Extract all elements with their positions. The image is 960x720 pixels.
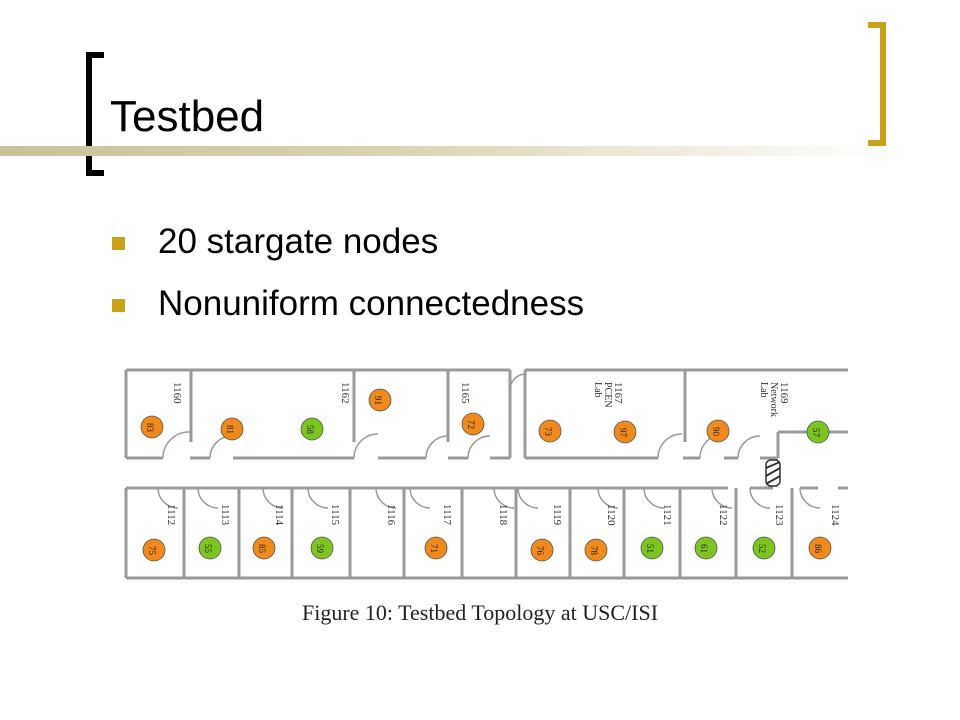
node-orange bbox=[424, 536, 448, 560]
node-id-label: 78 bbox=[589, 546, 599, 556]
room-number-label: 1117 bbox=[441, 504, 453, 526]
door-arcs bbox=[157, 373, 821, 509]
room-number-label: 1169 bbox=[778, 382, 790, 404]
room-number-label: 1119 bbox=[551, 504, 563, 526]
room-number-label: 1124 bbox=[829, 504, 841, 526]
node-id-label: 58 bbox=[305, 425, 315, 435]
node-orange bbox=[252, 536, 276, 560]
room-number-label: 1162 bbox=[339, 382, 351, 404]
node-id-label: 71 bbox=[429, 544, 439, 553]
bullet-item: Nonuniform connectedness bbox=[112, 280, 584, 342]
node-green bbox=[310, 536, 334, 560]
node-id-label: 85 bbox=[257, 544, 267, 554]
bullet-text: 20 stargate nodes bbox=[158, 222, 439, 261]
room-number-label: 1114 bbox=[273, 504, 285, 526]
room-number-label: 1160 bbox=[171, 382, 183, 404]
node-id-label: 97 bbox=[618, 428, 628, 438]
node-orange bbox=[142, 538, 166, 562]
node-id-label: 73 bbox=[543, 427, 553, 437]
node-id-label: 72 bbox=[466, 420, 476, 429]
room-number-label: 1115 bbox=[329, 504, 341, 526]
room-number-label: 1165 bbox=[459, 382, 471, 404]
right-bracket-decoration bbox=[868, 22, 886, 146]
node-green bbox=[806, 420, 830, 444]
node-orange bbox=[706, 419, 730, 443]
node-id-label: 75 bbox=[147, 546, 157, 556]
node-green bbox=[198, 536, 222, 560]
node-id-label: 90 bbox=[711, 427, 721, 437]
title-underline bbox=[0, 146, 880, 156]
node-id-label: 81 bbox=[225, 425, 235, 434]
node-id-label: 57 bbox=[811, 428, 821, 438]
room-number-label: 1122 bbox=[717, 504, 729, 526]
room-name-label: Lab bbox=[592, 382, 603, 398]
node-orange bbox=[530, 538, 554, 562]
bullet-list: 20 stargate nodes Nonuniform connectedne… bbox=[112, 218, 584, 342]
figure-caption: Figure 10: Testbed Topology at USC/ISI bbox=[301, 600, 659, 625]
node-orange bbox=[220, 417, 244, 441]
node-orange bbox=[538, 419, 562, 443]
room-number-label: 1118 bbox=[497, 504, 509, 526]
slide-title: Testbed bbox=[110, 92, 265, 141]
node-id-label: 52 bbox=[757, 544, 767, 553]
node-id-label: 76 bbox=[535, 546, 545, 556]
room-number-label: 1120 bbox=[605, 504, 617, 526]
access-point-marker bbox=[765, 459, 781, 487]
room-number-label: 1116 bbox=[385, 504, 397, 526]
node-id-label: 91 bbox=[373, 396, 383, 405]
node-orange bbox=[368, 388, 392, 412]
node-id-label: 83 bbox=[145, 423, 155, 433]
room-number-label: 1167 bbox=[612, 382, 624, 404]
walls bbox=[124, 368, 848, 580]
node-id-label: 61 bbox=[699, 544, 709, 553]
node-orange bbox=[613, 420, 637, 444]
node-green bbox=[640, 536, 664, 560]
room-number-label: 1123 bbox=[773, 504, 785, 526]
room-number-label: 1112 bbox=[165, 504, 177, 525]
node-orange bbox=[808, 536, 832, 560]
room-number-label: 1113 bbox=[219, 504, 231, 526]
bullet-item: 20 stargate nodes bbox=[112, 218, 584, 280]
node-id-label: 55 bbox=[203, 544, 213, 554]
left-bracket-decoration bbox=[86, 52, 104, 176]
node-green bbox=[300, 417, 324, 441]
node-id-label: 59 bbox=[315, 544, 325, 554]
bullet-square-icon bbox=[112, 299, 125, 312]
node-green bbox=[752, 536, 776, 560]
node-id-label: 51 bbox=[645, 544, 655, 553]
node-id-label: 86 bbox=[813, 544, 823, 554]
room-number-label: 1121 bbox=[661, 504, 673, 526]
room-name-label: PCEN bbox=[602, 382, 613, 408]
node-orange bbox=[461, 412, 485, 436]
room-name-label: Lab bbox=[758, 382, 769, 398]
node-orange bbox=[140, 415, 164, 439]
bullet-text: Nonuniform connectedness bbox=[158, 284, 585, 323]
node-green bbox=[694, 536, 718, 560]
bullet-square-icon bbox=[112, 237, 125, 250]
room-name-label: Network bbox=[768, 382, 779, 417]
node-orange bbox=[584, 538, 608, 562]
